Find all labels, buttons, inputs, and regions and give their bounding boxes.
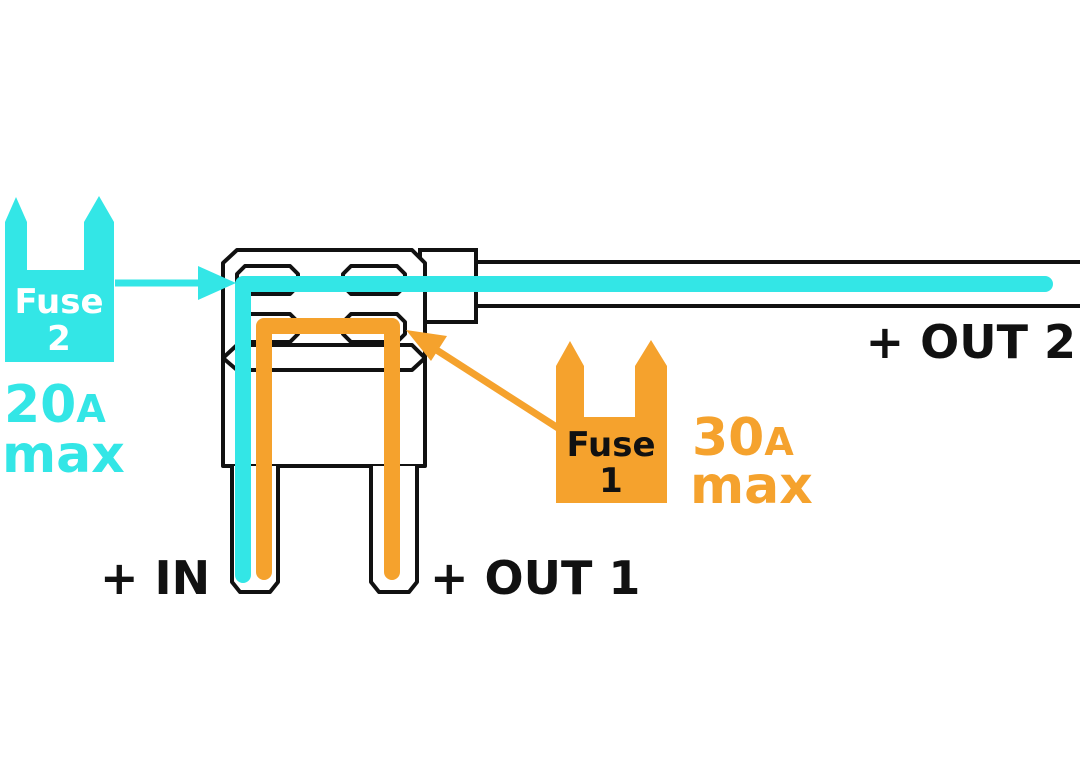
fuse2-rating: 20A: [4, 375, 106, 435]
fuse2-current-path: [235, 276, 1053, 583]
out2-wire: [418, 248, 1080, 324]
fuse1-arrow: [406, 330, 560, 431]
fuse1-rating: 30A: [692, 408, 794, 468]
holder-divider: [221, 356, 427, 372]
fuse2-path-line: [235, 276, 1053, 583]
terminal-out2-label: + OUT 2: [866, 315, 1076, 369]
fuse2-label-line1: Fuse: [14, 282, 103, 322]
fuse1-arrow-shaft: [433, 346, 560, 431]
fuse1-rating-value: 30: [692, 408, 764, 468]
fuse1-body: [556, 340, 667, 503]
fuse1-rating-max: max: [690, 456, 813, 516]
fuse1-icon: Fuse 1: [556, 340, 667, 503]
fuse2-label-line2: 2: [47, 319, 71, 359]
fuse1-rating-unit: A: [764, 420, 794, 464]
fuse1-current-path: [256, 318, 400, 580]
fuse1-path-line: [256, 318, 400, 580]
fuse1-label-line1: Fuse: [566, 425, 655, 465]
fuse2-arrow: [115, 266, 236, 300]
fuse2-arrow-head: [198, 266, 236, 300]
fuse1-arrow-head: [406, 330, 447, 361]
fuse2-icon: Fuse 2: [5, 196, 114, 362]
fuse2-rating-max: max: [2, 425, 125, 485]
terminal-in-label: + IN: [100, 551, 210, 605]
fuse2-body: [5, 196, 114, 362]
terminal-out1-label: + OUT 1: [430, 551, 640, 605]
fuse2-rating-value: 20: [4, 375, 76, 435]
fuse1-label-line2: 1: [599, 461, 623, 501]
fuse2-rating-unit: A: [76, 387, 106, 431]
